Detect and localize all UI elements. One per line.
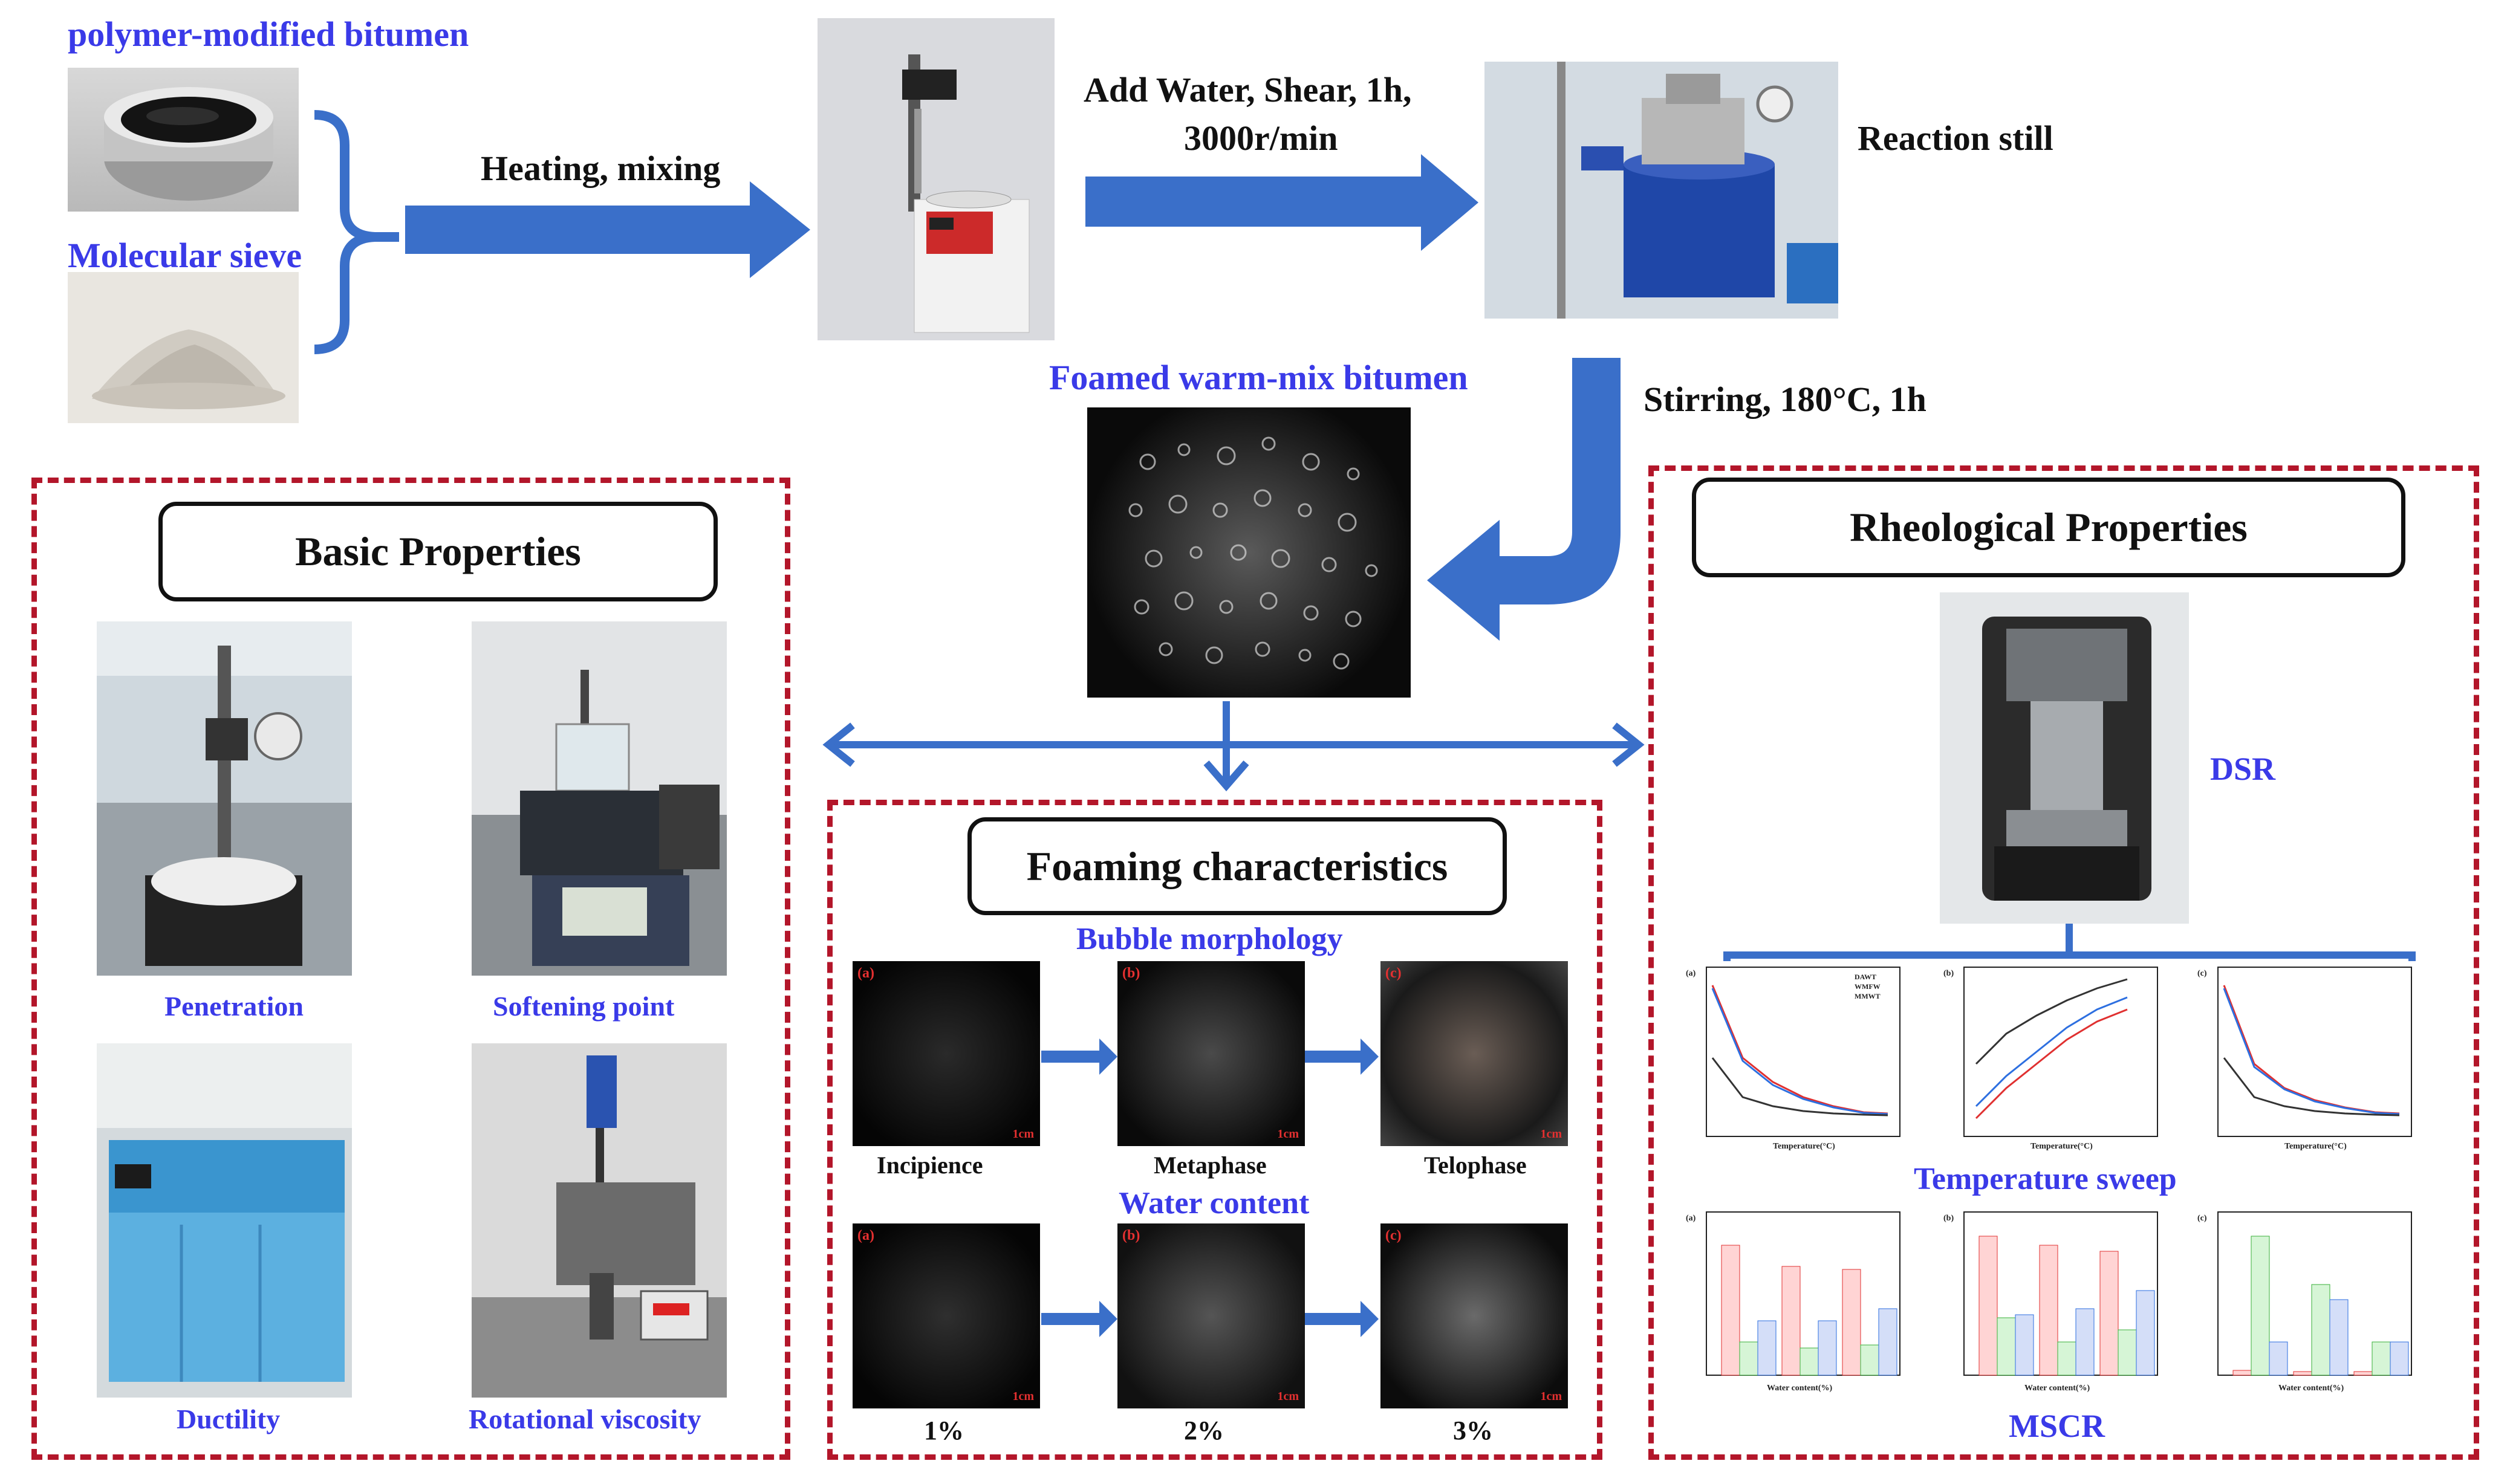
rheological-panel xyxy=(1648,465,2479,1460)
dsr-photo xyxy=(1940,592,2189,924)
svg-text:Temperature(°C): Temperature(°C) xyxy=(2030,1142,2093,1151)
scale-bar-text: 1cm xyxy=(1277,1127,1299,1141)
rheological-title: Rheological Properties xyxy=(1692,478,2405,577)
svg-text:(a): (a) xyxy=(1686,1214,1696,1223)
foamed-bitumen-label: Foamed warm-mix bitumen xyxy=(1049,358,1468,397)
panel-letter: (b) xyxy=(1122,965,1140,981)
mscr-label: MSCR xyxy=(2009,1408,2105,1444)
panel-letter: (c) xyxy=(1385,965,1402,981)
penetration-photo xyxy=(97,621,352,976)
reaction-still-label: Reaction still xyxy=(1858,118,2053,158)
mscr-chart-b: (b) Water content(%) xyxy=(1940,1206,2170,1405)
rotational-viscosity-label: Rotational viscosity xyxy=(469,1404,701,1434)
scale-bar-text: 1cm xyxy=(1277,1390,1299,1403)
water-2pct-photo: (b) 1cm xyxy=(1117,1223,1305,1408)
panel-letter: (b) xyxy=(1122,1228,1140,1243)
softening-point-label: Softening point xyxy=(493,991,675,1022)
water-3pct-photo: (c) 1cm xyxy=(1380,1223,1568,1408)
panel-letter: (a) xyxy=(857,965,874,981)
svg-text:(b): (b) xyxy=(1943,969,1954,978)
temp-sweep-chart-c: (c) Temperature(°C) xyxy=(2194,961,2424,1167)
mscr-chart-c: (c) Water content(%) xyxy=(2194,1206,2424,1405)
water-level-1: 1% xyxy=(924,1416,964,1445)
scale-bar-text: 1cm xyxy=(1540,1127,1562,1141)
legend-wmfw: WMFW xyxy=(1855,982,1881,991)
svg-text:Temperature(°C): Temperature(°C) xyxy=(2284,1142,2347,1151)
sieve-label: Molecular sieve xyxy=(68,236,302,275)
bubble-morphology-label: Bubble morphology xyxy=(1076,922,1343,956)
water-1pct-photo: (a) 1cm xyxy=(853,1223,1040,1408)
molecular-sieve-photo xyxy=(68,272,299,423)
sweep-xlabel: Temperature(°C) xyxy=(1773,1142,1835,1151)
svg-text:(c): (c) xyxy=(2197,1214,2207,1223)
basic-properties-title: Basic Properties xyxy=(158,502,718,601)
scale-bar-text: 1cm xyxy=(1540,1390,1562,1403)
svg-text:Water content(%): Water content(%) xyxy=(2278,1384,2344,1393)
telophase-photo: (c) 1cm xyxy=(1380,961,1568,1146)
curved-arrow-icon xyxy=(1427,358,1621,641)
panel-letter: (c) xyxy=(1385,1228,1402,1243)
ductility-label: Ductility xyxy=(177,1404,281,1434)
water-level-2: 2% xyxy=(1184,1416,1224,1445)
right-arrow-icon xyxy=(1085,154,1478,251)
ductility-photo xyxy=(97,1043,352,1398)
stirring-label: Stirring, 180°C, 1h xyxy=(1644,380,1926,419)
svg-text:(a): (a) xyxy=(1686,969,1696,978)
right-arrow-icon xyxy=(405,181,810,278)
heating-mixing-label: Heating, mixing xyxy=(481,149,721,188)
incipience-photo: (a) 1cm xyxy=(853,961,1040,1146)
reaction-still-photo xyxy=(1484,62,1838,319)
panel-letter: (a) xyxy=(857,1228,874,1243)
stage-label-telophase: Telophase xyxy=(1424,1152,1527,1179)
stage-label-incipience: Incipience xyxy=(877,1152,983,1179)
water-content-label: Water content xyxy=(1119,1186,1310,1220)
foaming-title: Foaming characteristics xyxy=(967,817,1507,915)
bracket-icon xyxy=(314,110,376,354)
scale-bar-text: 1cm xyxy=(1012,1127,1034,1141)
rotational-viscosity-photo xyxy=(472,1043,727,1398)
pmb-label: polymer-modified bitumen xyxy=(68,15,469,54)
temp-sweep-chart-a: (a) Temperature(°C) DAWT WMFW MMWT xyxy=(1682,961,1912,1167)
mscr-chart-a: (a) Water content(%) xyxy=(1682,1206,1912,1405)
water-level-3: 3% xyxy=(1453,1416,1493,1445)
scale-bar-text: 1cm xyxy=(1012,1390,1034,1403)
shear-label-line2: 3000r/min xyxy=(1184,118,1338,158)
stage-label-metaphase: Metaphase xyxy=(1154,1152,1267,1179)
foaming-panel xyxy=(827,800,1602,1460)
penetration-label: Penetration xyxy=(164,991,304,1022)
softening-point-photo xyxy=(472,621,727,976)
shear-label-line1: Add Water, Shear, 1h, xyxy=(1084,70,1412,109)
temp-sweep-chart-b: (b) Temperature(°C) xyxy=(1940,961,2170,1167)
svg-text:(c): (c) xyxy=(2197,969,2207,978)
legend-mmwt: MMWT xyxy=(1855,992,1881,1000)
basic-properties-panel xyxy=(31,478,790,1460)
svg-text:(b): (b) xyxy=(1943,1214,1954,1223)
foamed-bitumen-photo xyxy=(1087,407,1411,698)
dsr-label: DSR xyxy=(2210,751,2276,787)
mixer-photo xyxy=(818,18,1055,340)
metaphase-photo: (b) 1cm xyxy=(1117,961,1305,1146)
mscr-xlabel: Water content(%) xyxy=(1767,1384,1833,1393)
temp-sweep-label: Temperature sweep xyxy=(1914,1162,2177,1196)
svg-text:Water content(%): Water content(%) xyxy=(2024,1384,2090,1393)
pmb-can-photo xyxy=(68,68,299,212)
legend-dawt: DAWT xyxy=(1855,973,1876,981)
